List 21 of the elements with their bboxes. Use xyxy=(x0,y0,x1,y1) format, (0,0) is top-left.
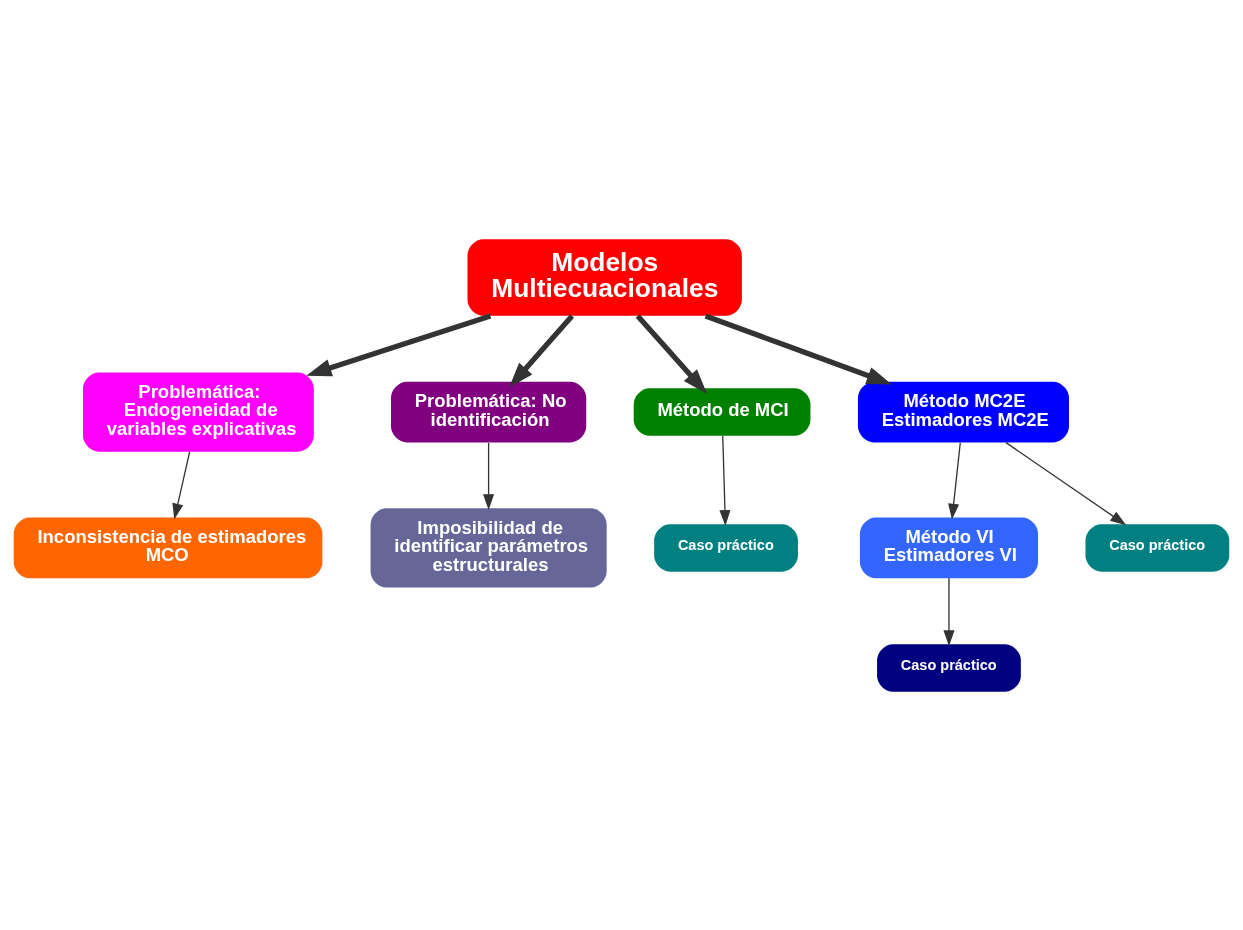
arrow xyxy=(509,313,574,387)
arrow xyxy=(943,577,955,646)
node-box: Inconsistencia de estimadores MCO xyxy=(13,517,323,578)
node-box: Caso práctico xyxy=(877,643,1021,692)
arrow xyxy=(172,450,191,519)
arrow xyxy=(306,312,492,376)
arrow xyxy=(719,434,731,526)
node-box: Problemática: No identificación xyxy=(391,381,587,442)
node-box: Caso práctico xyxy=(1085,523,1230,572)
node-box: Método de MCI xyxy=(633,387,811,436)
node-box: Caso práctico xyxy=(654,523,798,572)
node-box: Método MC2E Estimadores MC2E xyxy=(857,381,1069,442)
arrow xyxy=(635,313,708,394)
node-box: Imposibilidad de identificar parámetros estructurales xyxy=(370,507,607,587)
arrow xyxy=(704,312,892,384)
node-box: Problemática: Endogeneidad de variables explicativas xyxy=(83,372,314,452)
arrow xyxy=(948,441,961,520)
arrow xyxy=(1005,441,1127,525)
node-box: Modelos Multiecuacionales xyxy=(467,238,742,316)
node-box: Método VI Estimadores VI xyxy=(859,517,1038,578)
arrow xyxy=(483,441,495,510)
